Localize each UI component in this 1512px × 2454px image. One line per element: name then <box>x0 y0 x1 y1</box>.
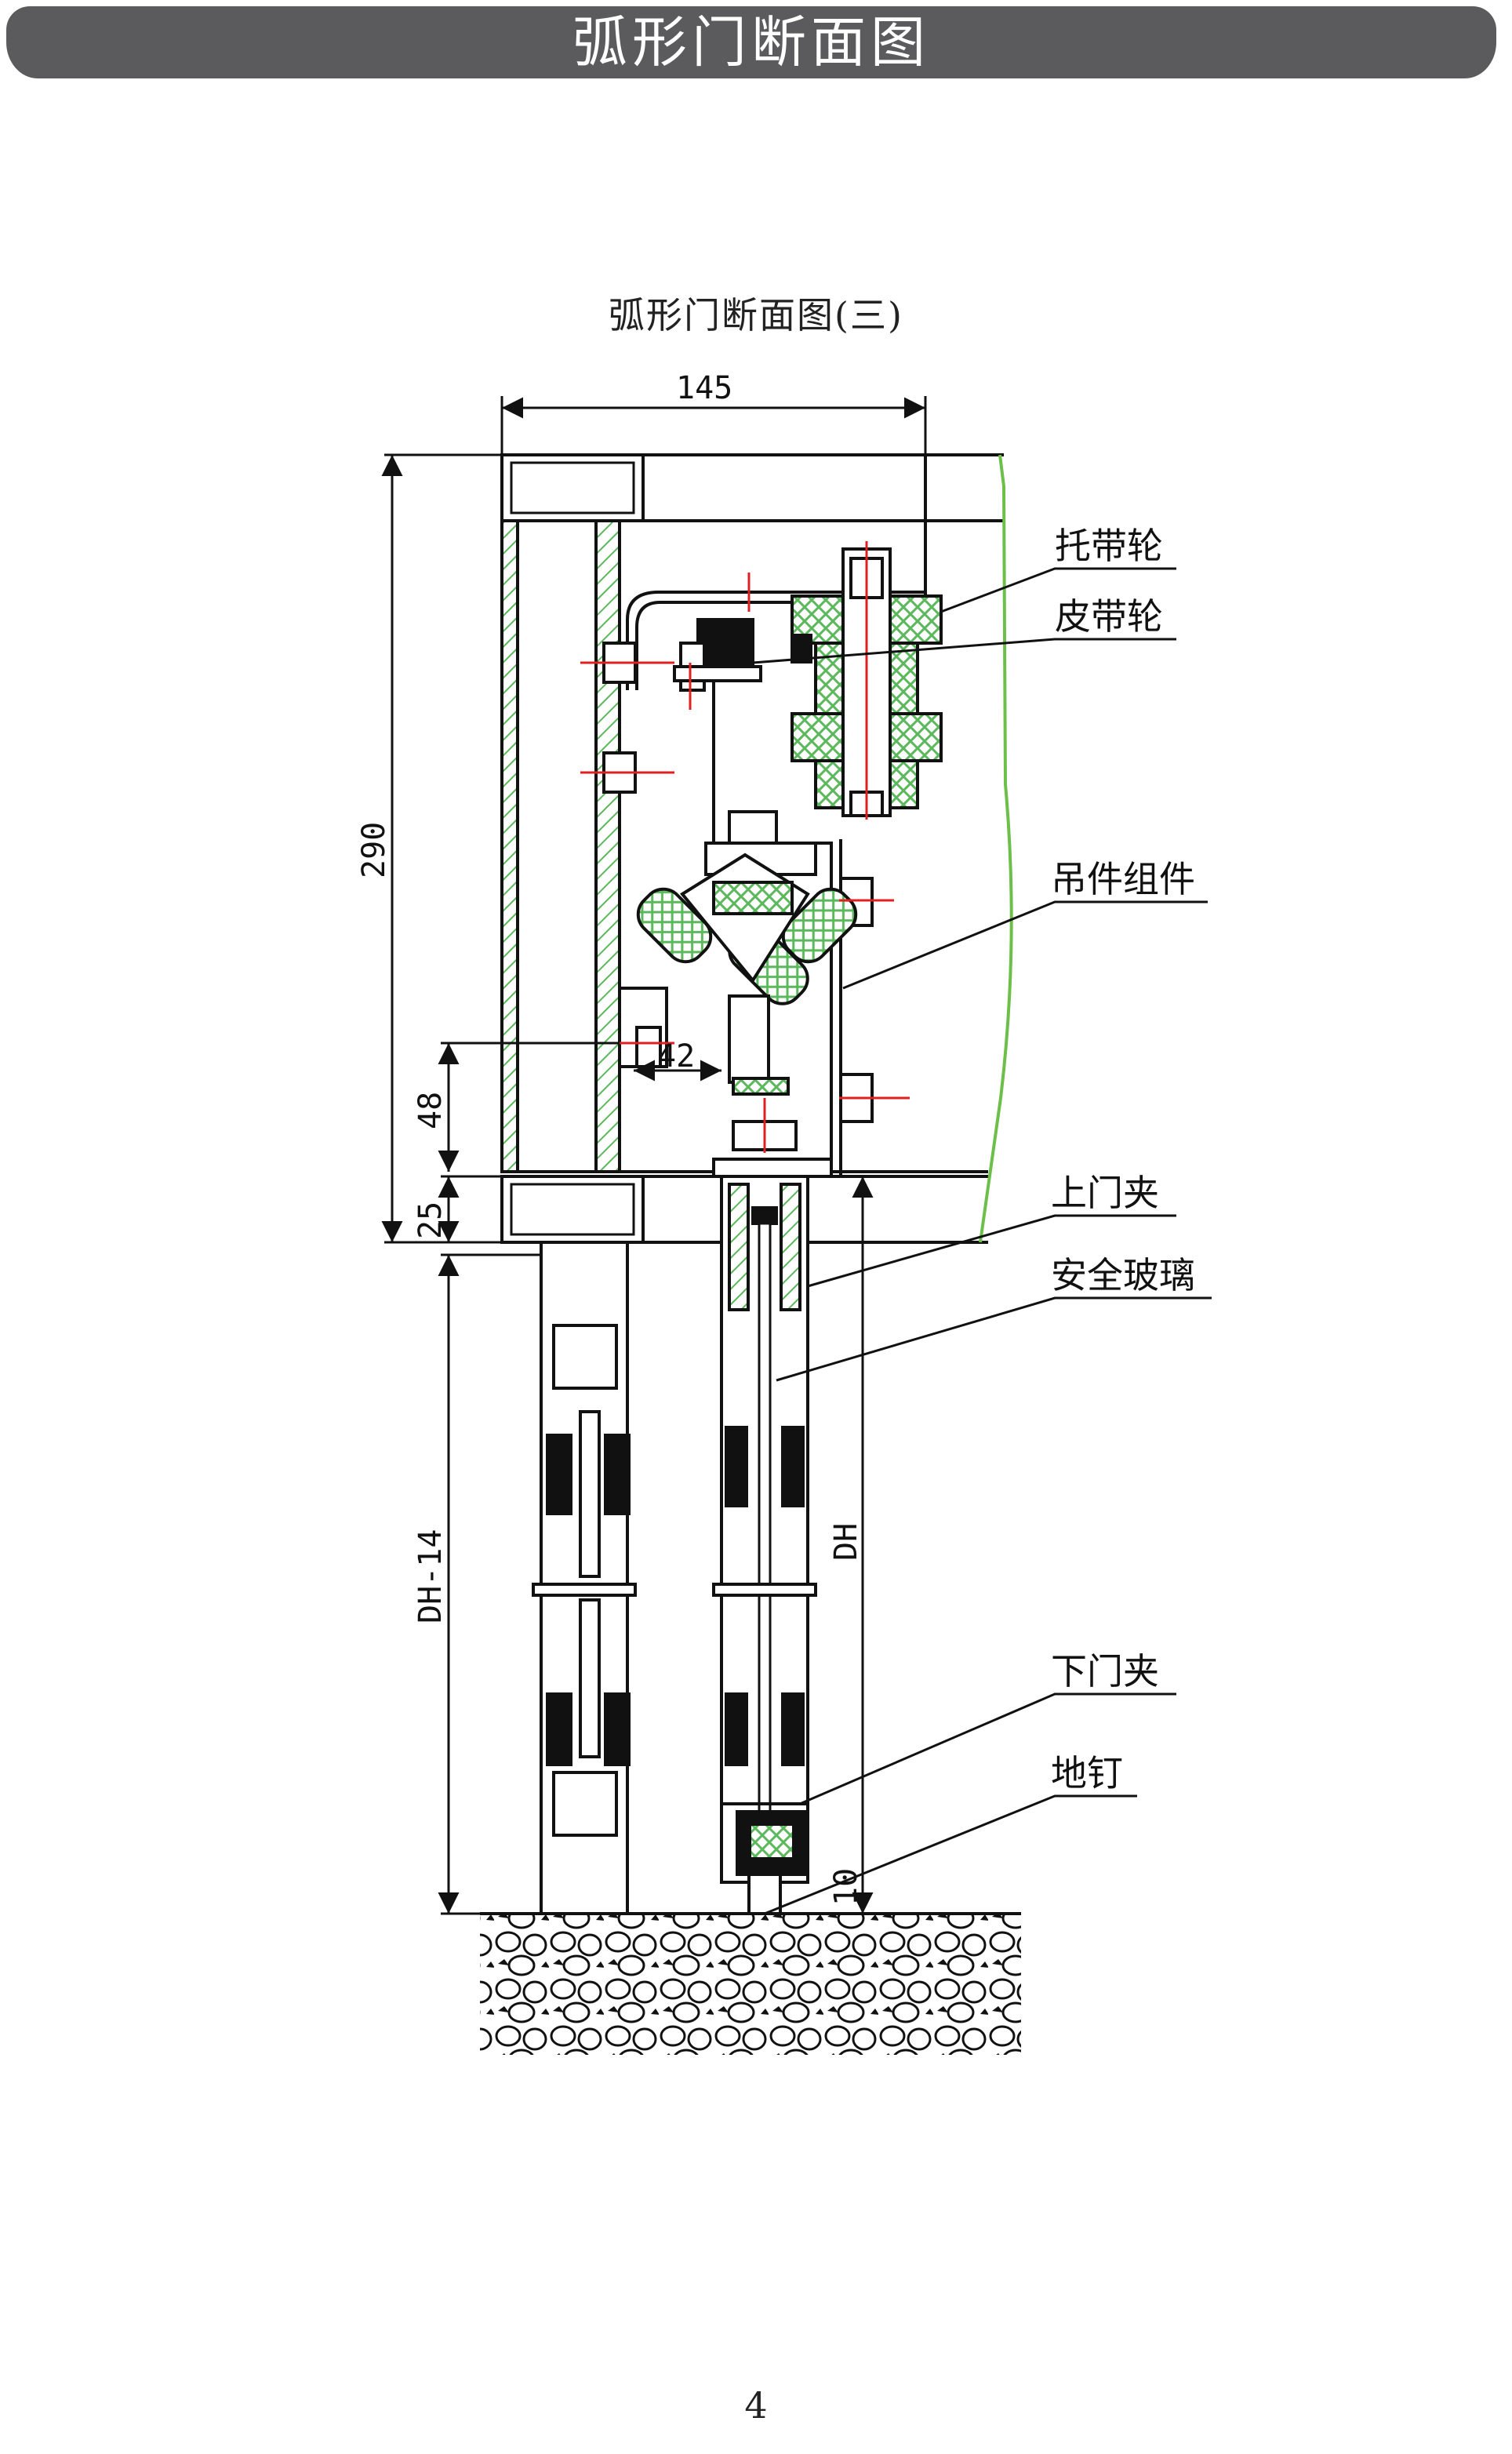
dim-height-48: 48 <box>413 1092 449 1129</box>
fixed-panel <box>532 1241 637 1915</box>
callout-belt-pulley: 皮带轮 <box>1055 595 1163 638</box>
diagram-title: 弧形门断面图(三) <box>609 294 903 336</box>
curved-glass-outline <box>979 454 1013 1243</box>
top-frame <box>500 453 1004 1244</box>
center-lines <box>580 541 910 1153</box>
callout-top-door-clamp: 上门夹 <box>1051 1172 1159 1214</box>
dim-width-145: 145 <box>676 370 732 406</box>
callout-safety-glass: 安全玻璃 <box>1051 1254 1195 1296</box>
callout-floor-pin: 地钉 <box>1051 1752 1123 1794</box>
callout-support-pulley: 托带轮 <box>1055 525 1163 567</box>
dim-dh-minus-14: DH-14 <box>413 1529 449 1623</box>
ground-gravel <box>480 1914 1021 2055</box>
page-number: 4 <box>744 2384 768 2427</box>
page-header-title: 弧形门断面图 <box>572 10 930 75</box>
page-header-bar: 弧形门断面图 <box>6 6 1496 78</box>
dim-offset-42: 42 <box>657 1038 695 1074</box>
sliding-door <box>712 1175 817 1884</box>
callout-leaders <box>752 567 1212 1915</box>
dim-height-290: 290 <box>356 822 392 878</box>
dimension-lines <box>381 396 927 1915</box>
callout-bottom-door-clamp: 下门夹 <box>1051 1650 1159 1692</box>
hanger-assembly <box>618 810 874 1178</box>
belt-pulley <box>673 618 812 849</box>
callout-hanger-assembly: 吊件组件 <box>1051 858 1195 900</box>
dim-dh: DH <box>828 1523 864 1561</box>
dim-height-25: 25 <box>413 1202 449 1239</box>
dim-floor-10: 10 <box>828 1868 864 1906</box>
